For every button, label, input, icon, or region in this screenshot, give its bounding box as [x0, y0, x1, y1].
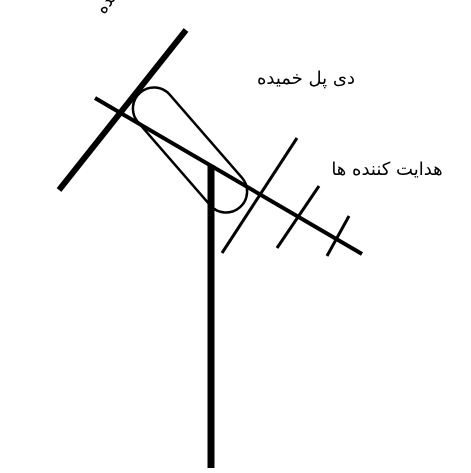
reflector-element	[56, 28, 189, 192]
folded-dipole	[131, 86, 249, 214]
reflector-label: (رفلکتور (منعکس کننده	[92, 0, 206, 18]
boom	[93, 96, 364, 256]
director-element-1	[220, 137, 299, 254]
director-element-3	[325, 215, 351, 257]
directors-label: هدایت کننده ها	[331, 159, 442, 180]
director-element-2	[275, 185, 321, 249]
folded-dipole-label: دی پل خمیده	[257, 68, 355, 89]
